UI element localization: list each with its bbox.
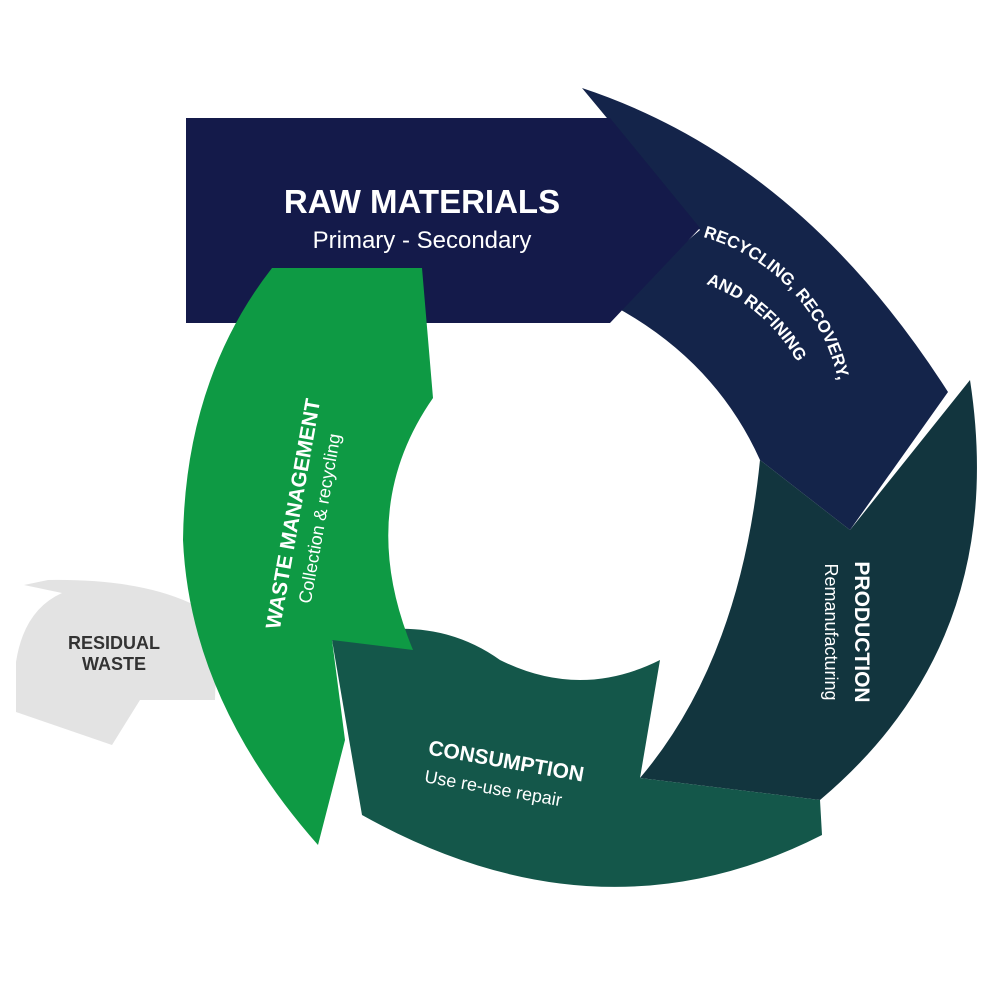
production-segment [640,380,977,800]
raw-materials-subtitle: Primary - Secondary [313,227,532,254]
recycling-segment [582,88,948,530]
raw-materials-title: RAW MATERIALS [284,183,560,220]
residual-waste-arrow [16,579,232,745]
residual-waste-line-1: RESIDUAL [68,633,160,653]
waste-management-segment [183,268,433,845]
residual-waste-line-2: WASTE [82,654,146,674]
consumption-segment [332,628,822,887]
production-title: PRODUCTION [850,561,873,702]
production-label-group: PRODUCTION Remanufacturing [821,561,873,702]
production-subtitle: Remanufacturing [821,563,841,700]
